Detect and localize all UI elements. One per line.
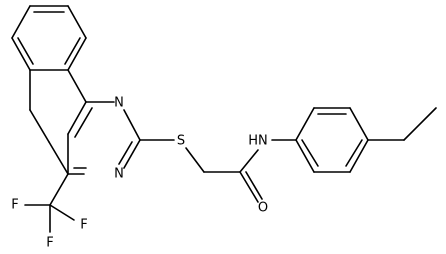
fluorine-atom-label: F xyxy=(46,236,53,251)
bond xyxy=(239,171,259,203)
bond xyxy=(49,204,75,221)
bond xyxy=(118,141,133,165)
bond xyxy=(48,141,69,175)
bond xyxy=(74,107,93,138)
atom-labels: N N S HN O F F F xyxy=(11,96,268,251)
bond xyxy=(245,171,263,200)
bond xyxy=(123,109,141,141)
bond xyxy=(67,101,87,135)
bond xyxy=(11,37,31,71)
bond xyxy=(295,107,315,141)
bond xyxy=(67,69,87,103)
bond xyxy=(403,107,437,141)
bond xyxy=(185,147,205,173)
nitrogen-atom-label: N xyxy=(114,96,124,111)
bond xyxy=(17,37,34,65)
nitrogen-atom-label: N xyxy=(114,167,124,182)
bond xyxy=(301,139,319,167)
fluorine-atom-label: F xyxy=(80,218,87,233)
bond xyxy=(67,37,87,71)
bond xyxy=(11,5,31,39)
bond xyxy=(67,5,87,39)
bond xyxy=(349,107,369,141)
oxygen-atom-label: O xyxy=(258,201,268,216)
bond xyxy=(49,173,69,206)
amide-nh-label: HN xyxy=(248,134,268,149)
fluorine-atom-label: F xyxy=(11,198,18,213)
bond xyxy=(64,37,81,65)
sulfur-atom-label: S xyxy=(177,134,185,149)
bonds xyxy=(11,5,437,233)
bond xyxy=(239,149,259,173)
bond xyxy=(295,139,315,173)
bond xyxy=(349,139,369,173)
bond xyxy=(123,139,141,169)
bond xyxy=(29,109,50,143)
bond xyxy=(345,139,363,167)
